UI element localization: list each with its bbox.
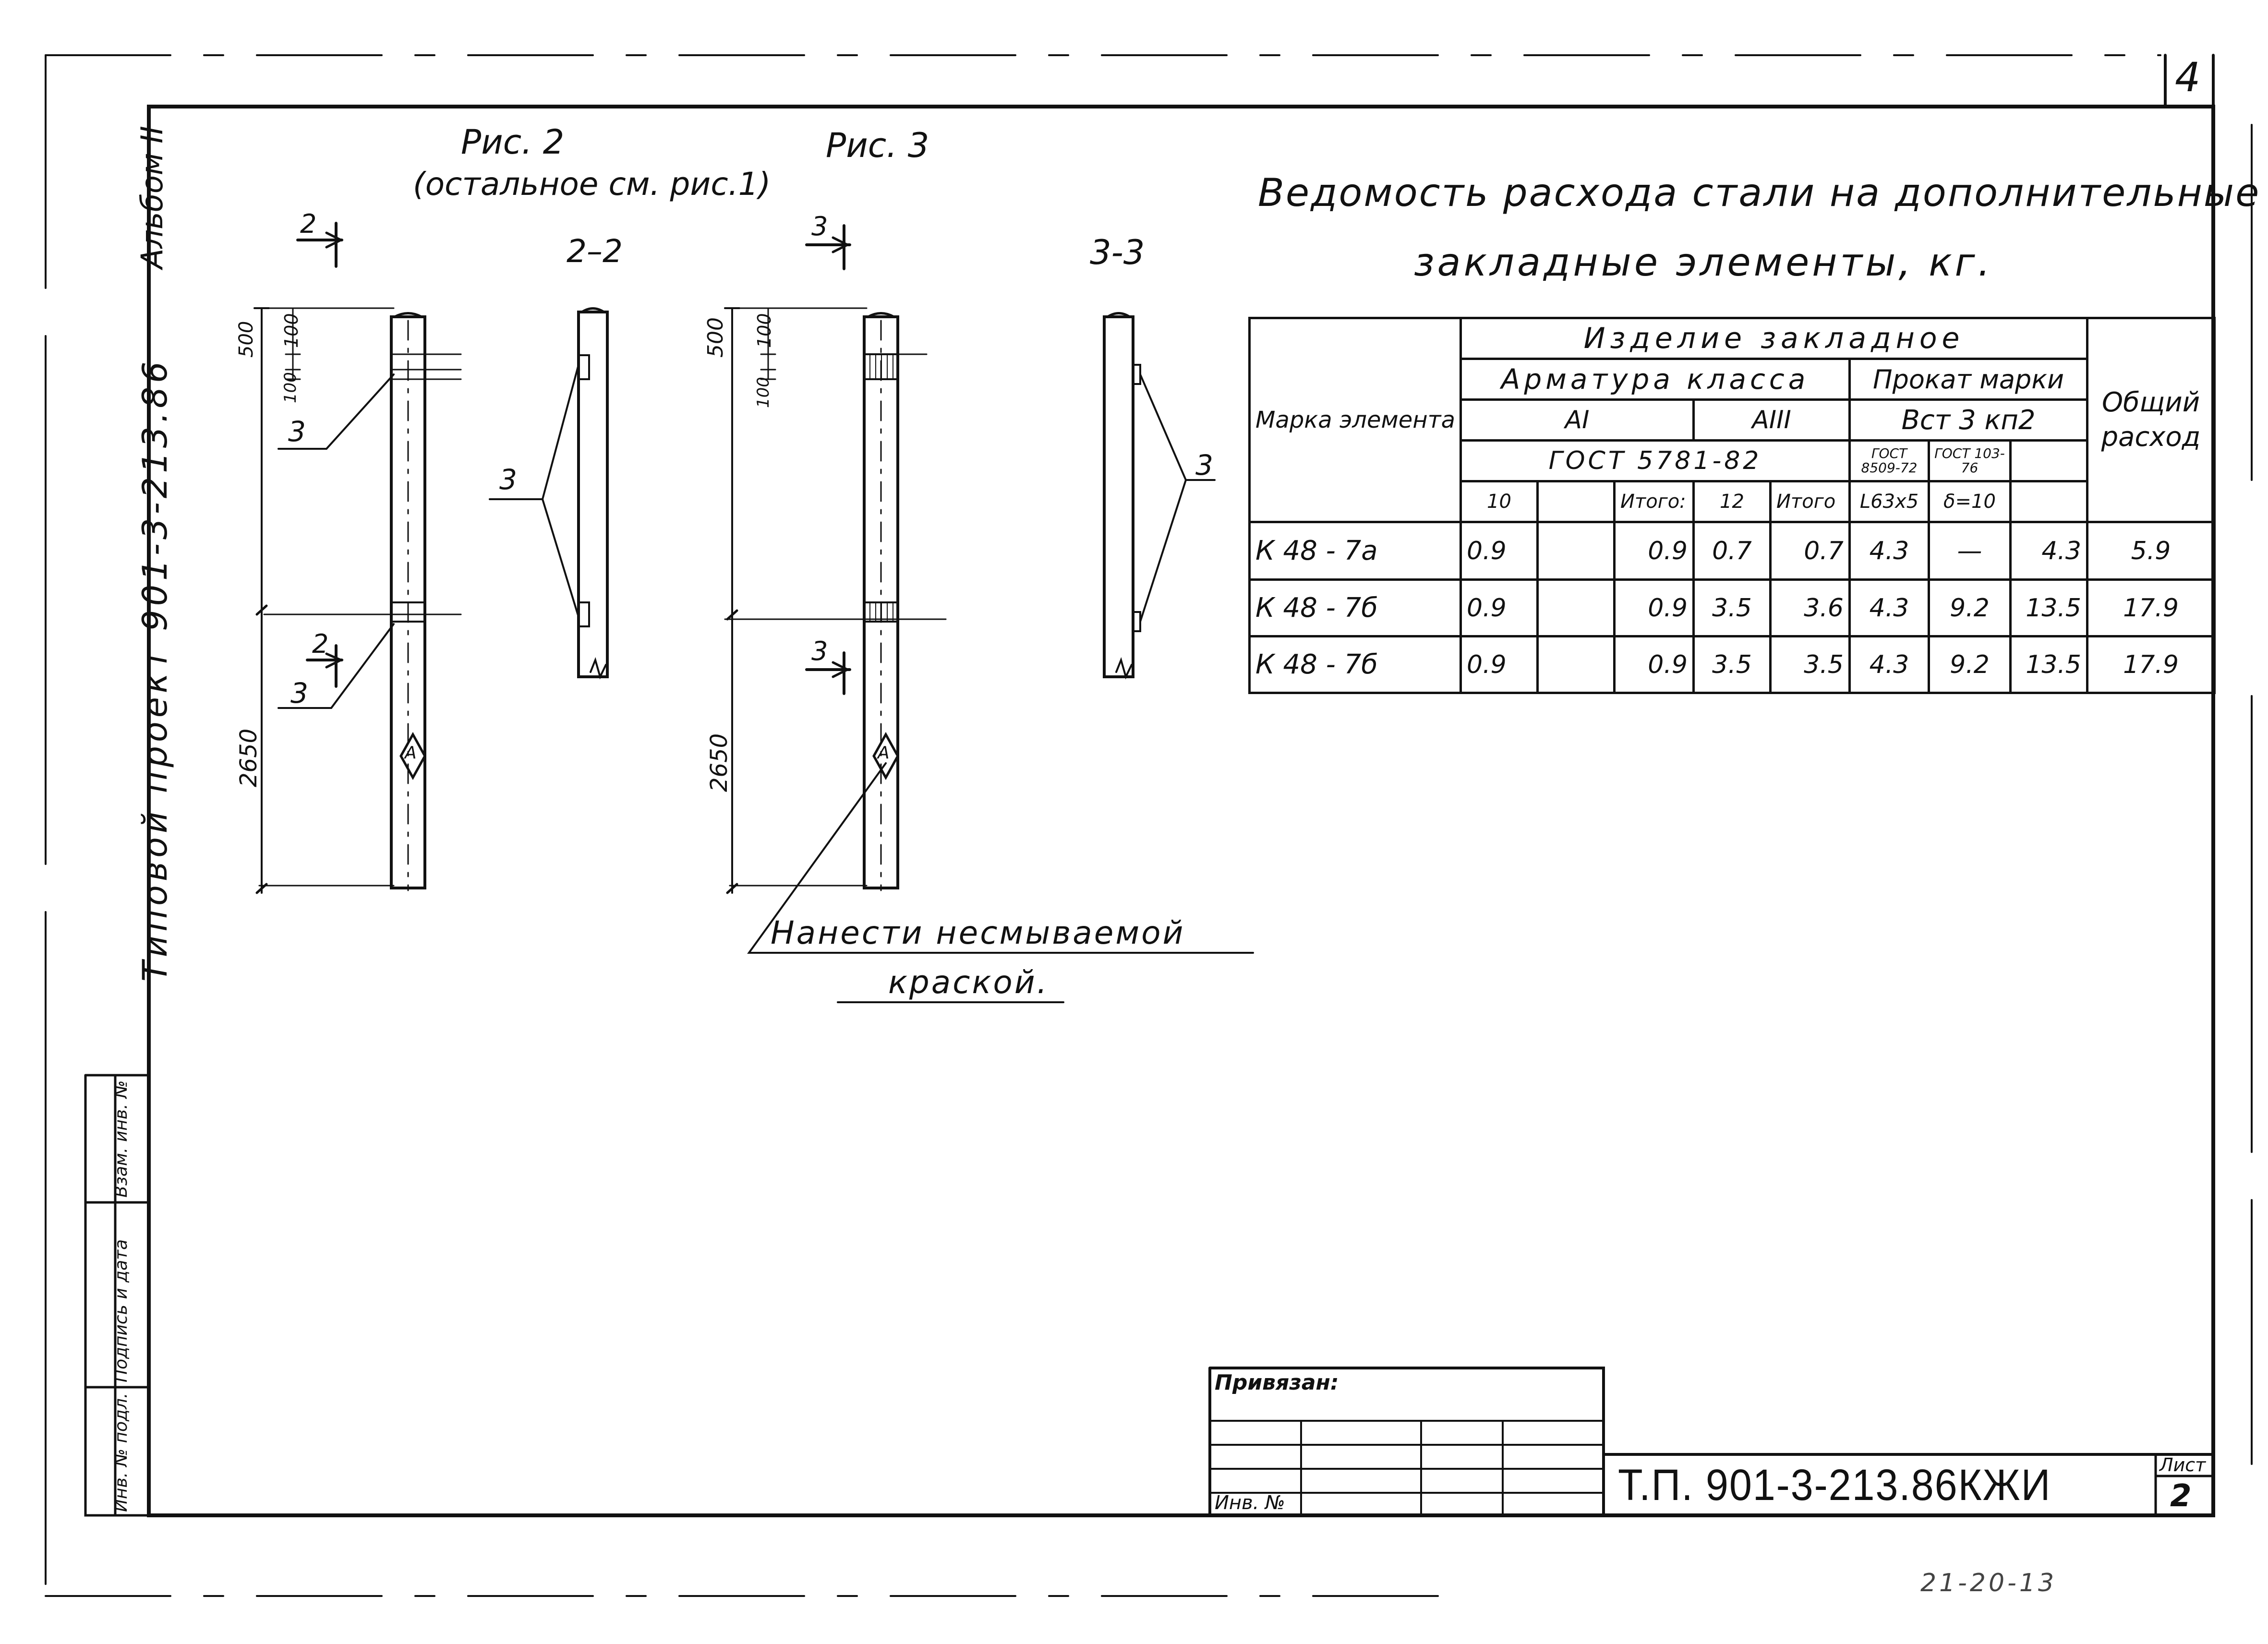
- table-row: К 48 - 7а 0.9 0.9 0.7 0.7 4.3 — 4.3 5.9: [1248, 521, 2216, 581]
- table-row: К 48 - 7б 0.9 0.9 3.5 3.6 4.3 9.2 13.5 1…: [1248, 578, 2216, 637]
- mark-a-fig2: А: [405, 743, 417, 763]
- row-v12: 3.5: [1692, 578, 1772, 637]
- row-angle: 4.3: [1848, 635, 1930, 694]
- sub-plate: δ=10: [1928, 480, 2012, 523]
- section-3-3-title: 3-3: [1090, 233, 1145, 272]
- header-gost-angle: ГОСТ 8509-72: [1848, 439, 1930, 482]
- sheet-number: 4: [2175, 54, 2201, 101]
- table-row: К 48 - 7б 0.9 0.9 3.5 3.5 4.3 9.2 13.5 1…: [1248, 635, 2216, 694]
- row-total: 17.9: [2086, 635, 2216, 694]
- row-angle: 4.3: [1848, 578, 1930, 637]
- row-v12: 3.5: [1692, 635, 1772, 694]
- header-steel-grade: Вст 3 кп2: [1848, 398, 2089, 442]
- replacement-inv-label: Взам. инв. №: [111, 1080, 131, 1198]
- sub-total-a3: Итого: [1769, 480, 1851, 523]
- header-mark: Марка элемента: [1248, 317, 1462, 523]
- callout-3-fig2-top: 3: [288, 415, 306, 448]
- row-empty: [1536, 635, 1616, 694]
- row-v12: 0.7: [1692, 521, 1772, 581]
- cut-3-bottom-label: 3: [811, 636, 828, 666]
- row-plate: 9.2: [1928, 635, 2012, 694]
- header-item: Изделие закладное: [1459, 317, 2089, 360]
- signature-date-label: Подпись и дата: [111, 1239, 131, 1382]
- cut-2-bottom-label: 2: [312, 629, 329, 659]
- row-total-rolled: 13.5: [2009, 635, 2089, 694]
- row-total-a1: 0.9: [1613, 521, 1695, 581]
- sub-10: 10: [1460, 480, 1539, 523]
- mark-a-fig3: А: [878, 743, 890, 763]
- row-empty: [1536, 578, 1616, 637]
- cut-3-top-label: 3: [811, 211, 828, 241]
- dim-500-fig2: 500: [235, 321, 257, 358]
- bottom-note: 21-20-13: [1920, 1569, 2057, 1597]
- sub-total-a1: Итого:: [1613, 480, 1695, 523]
- dim-100-fig3-b: 100: [754, 377, 773, 408]
- dim-2650-fig2: 2650: [235, 728, 262, 787]
- row-v10: 0.9: [1460, 578, 1539, 637]
- sub-12: 12: [1692, 480, 1772, 523]
- sub-empty-2: [2009, 480, 2089, 523]
- row-total-a1: 0.9: [1613, 578, 1695, 637]
- header-gost-empty: [2009, 439, 2089, 482]
- header-gost-plate: ГОСТ 103-76: [1928, 439, 2012, 482]
- header-total: Общий расход: [2086, 317, 2216, 523]
- stamp-drawing-code: Т.П. 901-3-213.86КЖИ: [1618, 1461, 2051, 1510]
- stamp-attached-label: Привязан:: [1215, 1370, 1339, 1395]
- callout-3-section22: 3: [499, 463, 517, 496]
- cut-2-top-label: 2: [300, 209, 317, 239]
- row-angle: 4.3: [1848, 521, 1930, 581]
- row-plate: 9.2: [1928, 578, 2012, 637]
- row-total: 17.9: [2086, 578, 2216, 637]
- row-mark: К 48 - 7б: [1248, 578, 1462, 637]
- fig3-title: Рис. 3: [826, 126, 929, 165]
- stamp-sheet-label: Лист: [2159, 1454, 2206, 1476]
- paint-note-line2: краской.: [888, 964, 1049, 1001]
- table-title-line1: Ведомость расхода стали на дополнительны…: [1258, 170, 2261, 215]
- inv-no-original-label: Инв. № подл.: [111, 1392, 131, 1512]
- row-total-rolled: 4.3: [2009, 521, 2089, 581]
- side-project-label: Типовой проект 901-3-213.86: [135, 358, 175, 982]
- row-mark: К 48 - 7б: [1248, 635, 1462, 694]
- row-v10: 0.9: [1460, 521, 1539, 581]
- callout-3-fig2-bottom: 3: [290, 677, 308, 709]
- dim-100-fig2-a: 100: [281, 313, 302, 348]
- paint-note-line1: Нанести несмываемой: [771, 914, 1185, 951]
- stamp-inv-label: Инв. №: [1215, 1492, 1285, 1514]
- dim-500-fig3: 500: [703, 317, 728, 358]
- fig2-note: (остальное см. рис.1): [413, 166, 771, 203]
- fig2-title: Рис. 2: [461, 122, 565, 162]
- header-rolled: Прокат марки: [1848, 358, 2089, 401]
- header-class-a1: АI: [1460, 398, 1695, 442]
- callout-3-section33: 3: [1195, 449, 1213, 481]
- dim-100-fig2-b: 100: [281, 372, 300, 403]
- row-total: 5.9: [2086, 521, 2216, 581]
- table-title-line2: закладные элементы, кг.: [1414, 240, 1993, 285]
- dim-2650-fig3: 2650: [706, 733, 733, 792]
- section-2-2-title: 2–2: [567, 233, 623, 270]
- row-plate: —: [1928, 521, 2012, 581]
- sub-angle: L63x5: [1848, 480, 1930, 523]
- row-total-a3: 0.7: [1769, 521, 1851, 581]
- steel-consumption-table: Марка элемента Изделие закладное Общий р…: [1248, 317, 2216, 694]
- row-mark: К 48 - 7а: [1248, 521, 1462, 581]
- side-album-label: Альбом II: [134, 126, 169, 269]
- row-total-a1: 0.9: [1613, 635, 1695, 694]
- sub-empty: [1536, 480, 1616, 523]
- header-class-a3: АIII: [1692, 398, 1851, 442]
- row-total-a3: 3.5: [1769, 635, 1851, 694]
- row-v10: 0.9: [1460, 635, 1539, 694]
- header-gost-rebar: ГОСТ 5781-82: [1460, 439, 1851, 482]
- stamp-sheet-number: 2: [2170, 1478, 2192, 1514]
- row-total-rolled: 13.5: [2009, 578, 2089, 637]
- dim-100-fig3-a: 100: [754, 313, 775, 348]
- row-total-a3: 3.6: [1769, 578, 1851, 637]
- row-empty: [1536, 521, 1616, 581]
- header-rebar: Арматура класса: [1460, 358, 1851, 401]
